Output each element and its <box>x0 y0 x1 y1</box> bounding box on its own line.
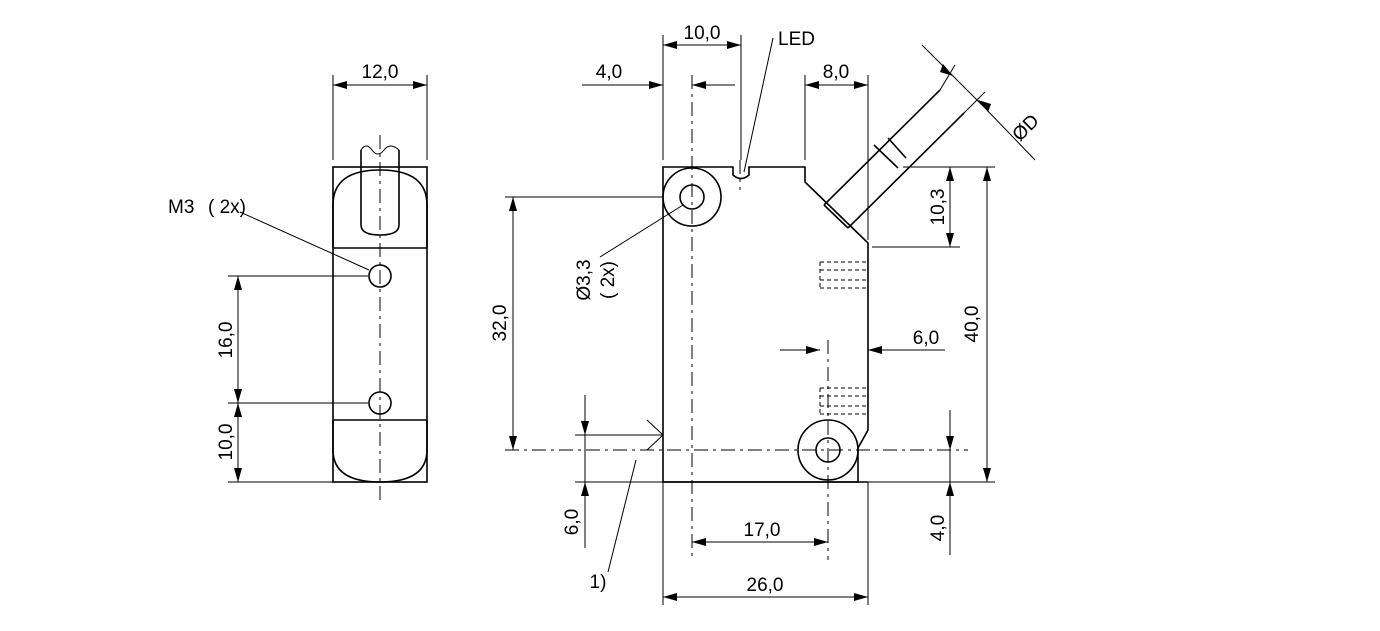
front-view <box>505 35 1036 605</box>
label-left-offset: 4,0 <box>596 62 622 83</box>
side-view-bottom-boss <box>332 420 428 483</box>
front-view-hidden-threads <box>819 261 868 415</box>
label-total-width: 26,0 <box>747 575 784 596</box>
label-hole-dia: Ø3,3 <box>574 259 595 300</box>
label-thread: M3 <box>168 197 194 218</box>
label-side-width: 12,0 <box>362 62 399 83</box>
label-hole-count: ( 2x) <box>598 261 619 299</box>
label-right-upper: 10,3 <box>928 189 949 226</box>
front-view-cable <box>823 89 965 229</box>
label-top-width: 10,0 <box>684 23 721 44</box>
label-side-hole-spacing: 16,0 <box>216 322 237 359</box>
label-right-top: 8,0 <box>823 62 849 83</box>
label-right-mid: 6,0 <box>913 328 939 349</box>
label-hole-spacing: 17,0 <box>744 520 781 541</box>
side-view-hole-upper <box>368 264 392 288</box>
label-bottom-left: 6,0 <box>562 509 583 535</box>
label-total-height: 40,0 <box>962 306 983 343</box>
label-hole-vertical: 32,0 <box>490 305 511 342</box>
label-side-bottom: 10,0 <box>216 424 237 461</box>
side-view-hole-lower <box>368 391 392 415</box>
label-bottom-right: 4,0 <box>928 515 949 541</box>
front-view-body <box>662 166 869 483</box>
label-led: LED <box>778 29 815 50</box>
side-view <box>228 75 428 500</box>
label-cable-dia: ØD <box>1009 111 1044 146</box>
label-thread-count: ( 2x) <box>208 197 246 218</box>
label-note-marker: 1) <box>590 572 607 593</box>
